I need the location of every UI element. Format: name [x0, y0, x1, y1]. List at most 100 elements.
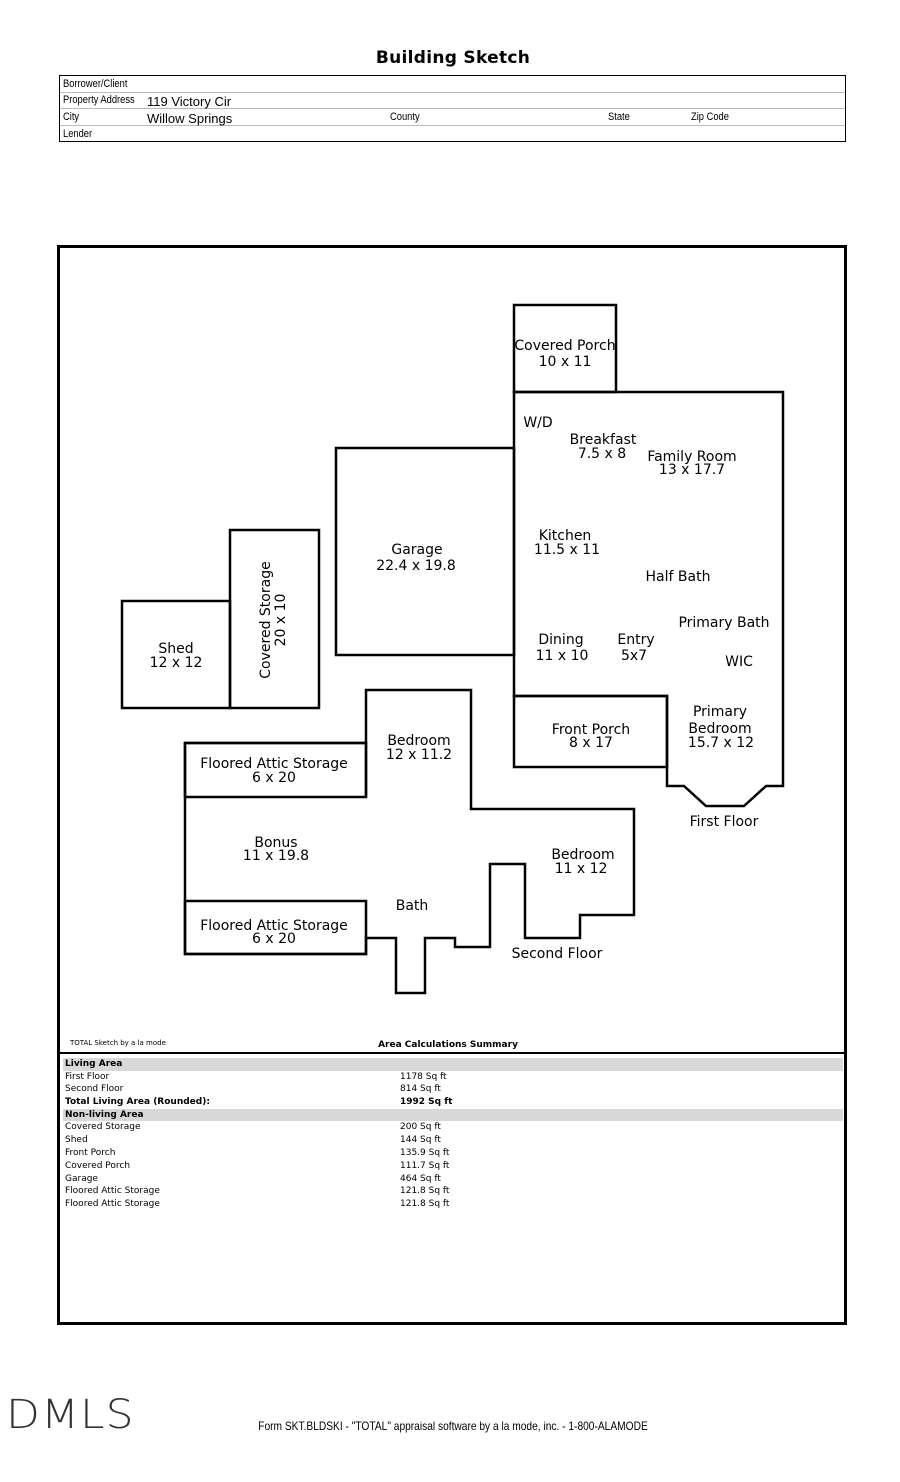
county-label: County — [390, 111, 420, 123]
kitchen-label: Kitchen — [539, 528, 592, 544]
front-porch-label: Front Porch — [552, 722, 630, 738]
half-bath-label: Half Bath — [646, 569, 711, 585]
area-value: 144 Sq ft — [400, 1135, 441, 1146]
borrower-label: Borrower/Client — [63, 78, 128, 90]
covered-porch-label: Covered Porch — [514, 338, 615, 354]
kitchen-dims: 11.5 x 11 — [534, 542, 600, 558]
table-row: Garage 464 Sq ft — [63, 1173, 843, 1186]
area-name: Second Floor — [65, 1084, 124, 1095]
bath-label: Bath — [396, 898, 429, 914]
city-label: City — [63, 111, 80, 123]
state-label: State — [608, 111, 630, 123]
entry-label: Entry — [617, 632, 654, 648]
breakfast-label: Breakfast — [570, 432, 637, 448]
living-area-header: Living Area — [63, 1058, 843, 1071]
area-name: First Floor — [65, 1071, 110, 1082]
shed-outline — [120, 599, 232, 710]
bedroom-2-label: Bedroom — [551, 847, 614, 863]
primary-bath-label: Primary Bath — [678, 615, 769, 631]
floored-attic-1-label: Floored Attic Storage — [200, 756, 348, 772]
total-living-label: Total Living Area (Rounded): — [65, 1097, 210, 1108]
entry-dims: 5x7 — [621, 648, 647, 664]
property-info-box: Borrower/Client Property Address 119 Vic… — [59, 75, 846, 142]
shed-label: Shed — [158, 641, 193, 657]
lender-row: Lender — [60, 126, 845, 142]
breakfast-dims: 7.5 x 8 — [578, 446, 626, 462]
area-value: 464 Sq ft — [400, 1173, 441, 1184]
primary-bedroom-label-1: Primary — [693, 704, 747, 720]
total-living-row: Total Living Area (Rounded): 1992 Sq ft — [63, 1096, 843, 1109]
first-floor-caption: First Floor — [690, 814, 759, 830]
city-value: Willow Springs — [147, 111, 233, 126]
front-porch-outline — [512, 694, 669, 769]
covered-storage-label: Covered Storage — [258, 561, 274, 678]
city-row: City Willow Springs County State Zip Cod… — [60, 109, 845, 126]
garage-outline — [334, 446, 516, 657]
floored-attic-2-label: Floored Attic Storage — [200, 918, 348, 934]
area-summary-table: Living Area First Floor 1178 Sq ft Secon… — [63, 1058, 843, 1211]
garage-label: Garage — [391, 542, 442, 558]
table-row: Front Porch 135.9 Sq ft — [63, 1147, 843, 1160]
table-row: First Floor 1178 Sq ft — [63, 1071, 843, 1084]
dining-label: Dining — [538, 632, 583, 648]
area-name: Covered Storage — [65, 1122, 141, 1133]
page-title: Building Sketch — [375, 48, 531, 68]
bonus-dims: 11 x 19.8 — [243, 848, 309, 864]
covered-porch-dims: 10 x 11 — [539, 354, 592, 370]
front-porch-dims: 8 x 17 — [569, 735, 613, 751]
area-value: 111.7 Sq ft — [400, 1160, 450, 1171]
table-row: Covered Storage 200 Sq ft — [63, 1121, 843, 1134]
garage-dims: 22.4 x 19.8 — [376, 558, 456, 574]
table-row: Second Floor 814 Sq ft — [63, 1083, 843, 1096]
dining-dims: 11 x 10 — [536, 648, 589, 664]
primary-bedroom-dims: 15.7 x 12 — [688, 735, 754, 751]
address-value: 119 Victory Cir — [147, 94, 232, 109]
area-name: Floored Attic Storage — [65, 1199, 160, 1210]
nonliving-area-header: Non-living Area — [63, 1108, 843, 1122]
area-summary-divider — [57, 1052, 847, 1054]
wic-label: WIC — [725, 654, 753, 670]
area-value: 200 Sq ft — [400, 1122, 441, 1133]
floored-attic-2-outline — [183, 899, 368, 956]
bedroom-upper-label: Bedroom — [387, 733, 450, 749]
area-value: 121.8 Sq ft — [400, 1199, 450, 1210]
family-room-dims: 13 x 17.7 — [659, 462, 725, 478]
wd-label: W/D — [523, 415, 552, 431]
area-name: Garage — [65, 1173, 98, 1184]
shed-dims: 12 x 12 — [150, 655, 203, 671]
covered-porch-outline — [512, 303, 618, 394]
bedroom-upper-dims: 12 x 11.2 — [386, 747, 452, 763]
area-name: Covered Porch — [65, 1160, 131, 1171]
table-row: Floored Attic Storage 121.8 Sq ft — [63, 1198, 843, 1211]
area-summary-title: Area Calculations Summary — [378, 1040, 518, 1050]
area-value: 814 Sq ft — [400, 1084, 441, 1095]
lender-label: Lender — [63, 128, 93, 140]
table-row: Shed 144 Sq ft — [63, 1134, 843, 1147]
zip-label: Zip Code — [691, 111, 729, 123]
floored-attic-2-dims: 6 x 20 — [252, 931, 296, 947]
area-value: 135.9 Sq ft — [400, 1147, 450, 1158]
bedroom-2-dims: 11 x 12 — [555, 861, 608, 877]
second-floor-caption: Second Floor — [512, 946, 603, 962]
area-name: Front Porch — [65, 1147, 116, 1158]
form-footer: Form SKT.BLDSKI - "TOTAL" appraisal soft… — [258, 1419, 648, 1433]
dmls-watermark-logo: DMLS — [6, 1392, 135, 1438]
sketch-credit: TOTAL Sketch by a la mode — [70, 1039, 166, 1047]
address-row: Property Address 119 Victory Cir — [60, 92, 845, 109]
total-living-value: 1992 Sq ft — [400, 1097, 453, 1108]
area-value: 1178 Sq ft — [400, 1071, 447, 1082]
area-value: 121.8 Sq ft — [400, 1186, 450, 1197]
borrower-row: Borrower/Client — [60, 76, 845, 93]
bonus-label: Bonus — [254, 835, 297, 851]
area-name: Floored Attic Storage — [65, 1186, 160, 1197]
primary-bedroom-label-2: Bedroom — [688, 721, 751, 737]
floored-attic-1-dims: 6 x 20 — [252, 770, 296, 786]
sketch-frame — [57, 245, 847, 1325]
address-label: Property Address — [63, 94, 135, 106]
area-name: Shed — [65, 1135, 88, 1146]
covered-storage-dims: 20 x 10 — [273, 594, 289, 647]
table-row: Floored Attic Storage 121.8 Sq ft — [63, 1185, 843, 1198]
table-row: Covered Porch 111.7 Sq ft — [63, 1160, 843, 1173]
family-room-label: Family Room — [647, 449, 736, 465]
